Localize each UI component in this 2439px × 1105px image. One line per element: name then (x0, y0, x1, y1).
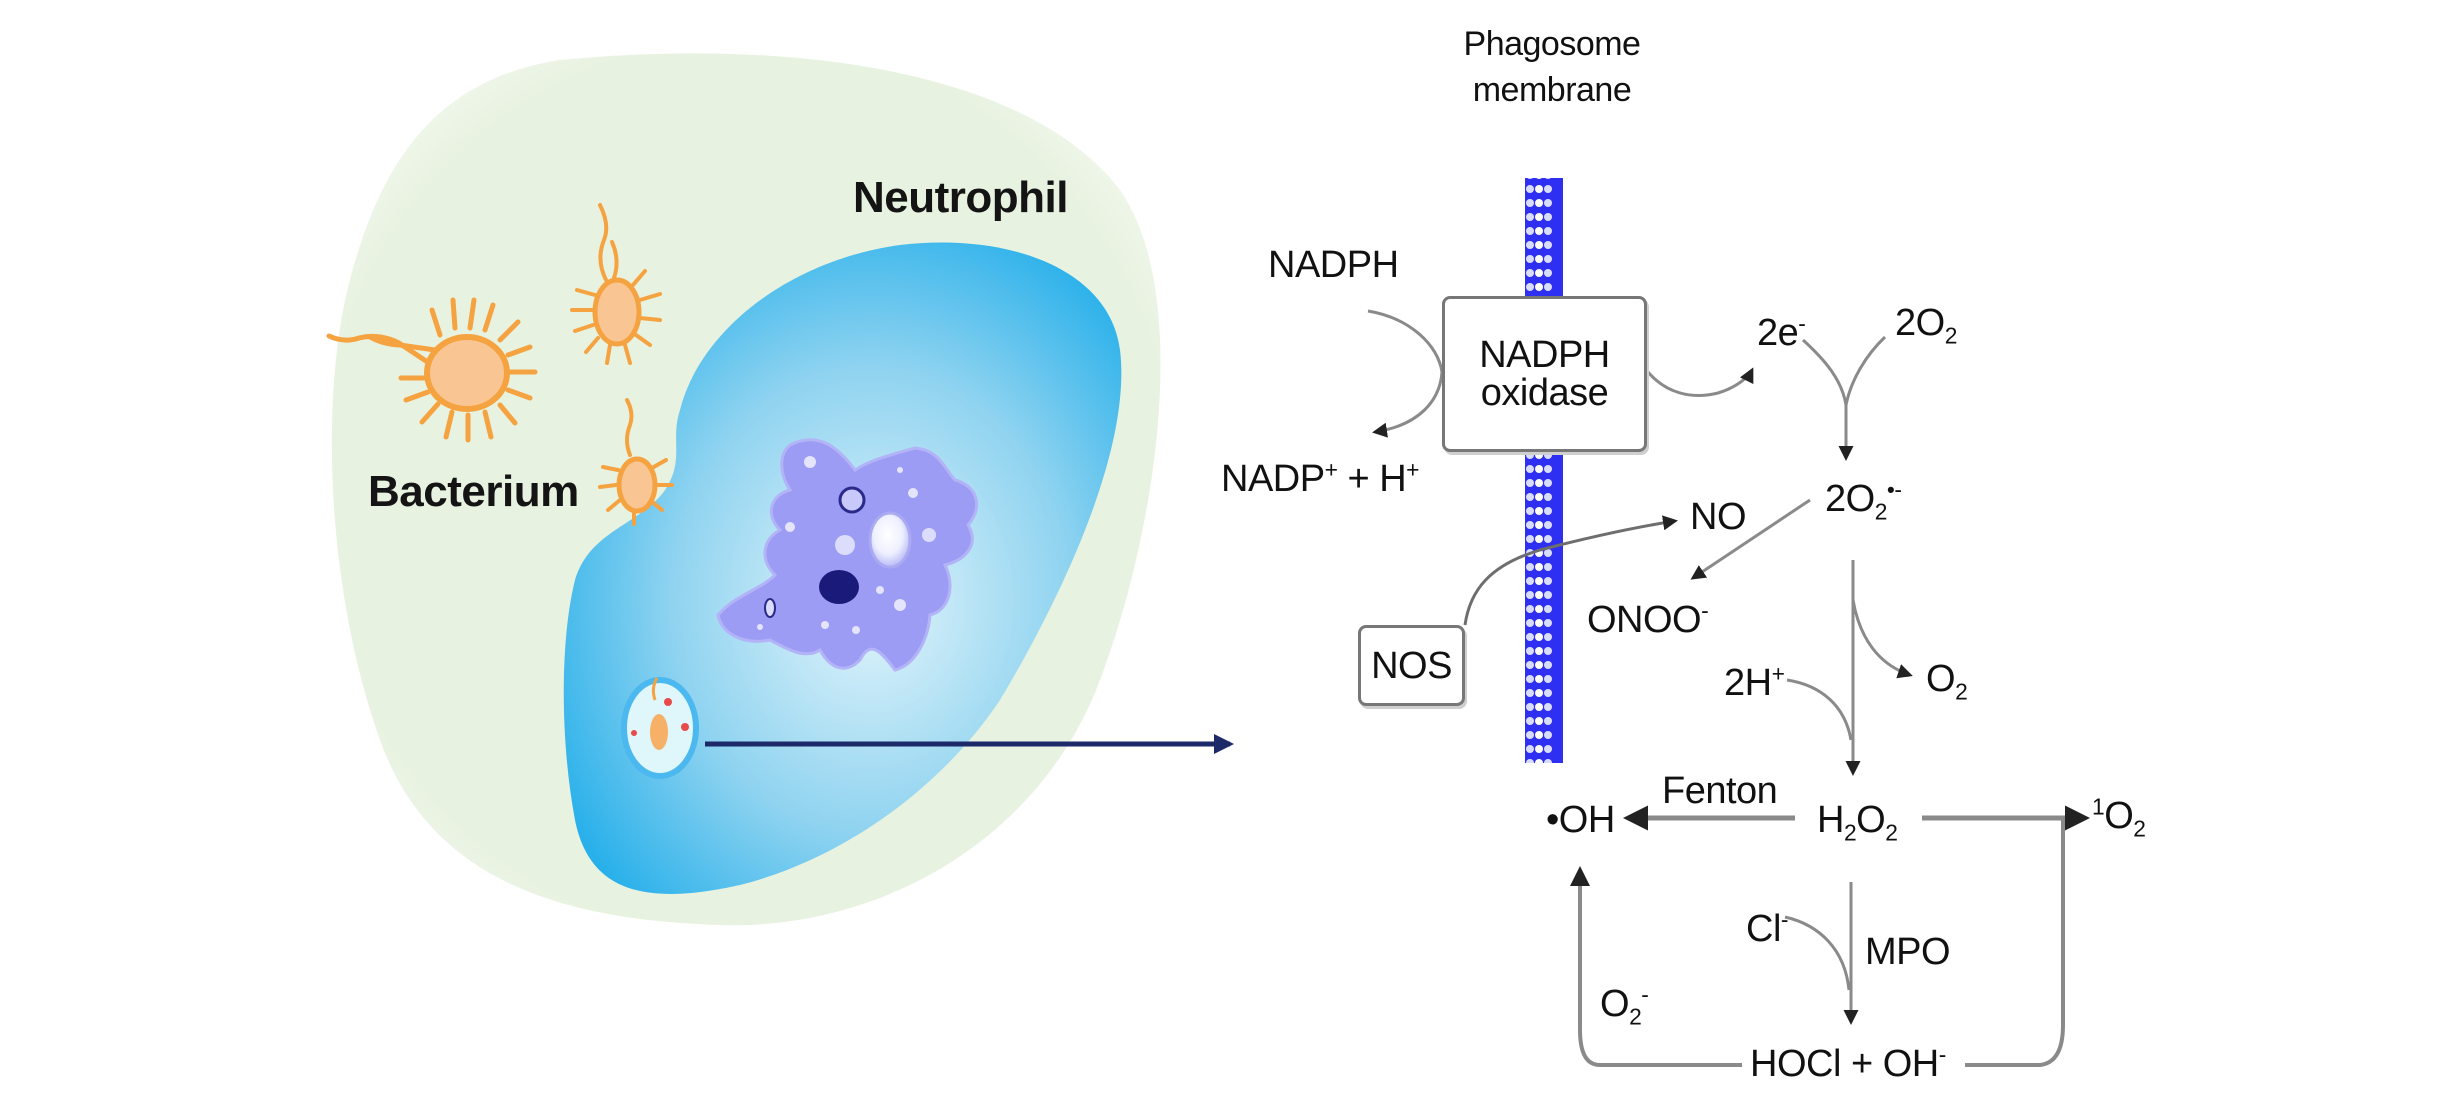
reaction-arrows (1367, 309, 2090, 1067)
superoxide-small-sub: 2 (1629, 1003, 1642, 1030)
granule (908, 488, 918, 498)
vacuole (868, 511, 912, 569)
superoxide-small-charge: - (1641, 981, 1649, 1008)
peroxynitrite-label: ONOO- (1587, 599, 1709, 641)
granule (804, 456, 816, 468)
proton-text: + H (1337, 458, 1407, 500)
oxygen-out-base: O (1926, 658, 1956, 700)
fenton-label: Fenton (1662, 770, 1778, 812)
chloride-charge: - (1780, 906, 1789, 933)
granule (852, 626, 860, 634)
proton-charge: + (1406, 456, 1419, 483)
phagosome-membrane-bar (1525, 178, 1563, 763)
membrane-label-line1: Phagosome (1463, 25, 1641, 63)
hypochlorous-base: HOCl + OH (1750, 1043, 1939, 1085)
nadph-oxidase-line2: oxidase (1480, 372, 1609, 414)
h2o2-h: H (1817, 799, 1844, 841)
oxygen-in-sub: 2 (1944, 322, 1958, 349)
nos-label: NOS (1371, 644, 1452, 687)
arrow-protons-in (1786, 678, 1853, 741)
superoxide-base: 2O (1825, 478, 1875, 520)
h2o2-sub1: 2 (1843, 819, 1857, 846)
peroxynitrite-base: ONOO (1587, 599, 1702, 641)
electrons-base: 2e (1757, 312, 1799, 354)
granule-ring-small (764, 598, 776, 618)
arrow-nos-to-no (1463, 515, 1678, 626)
superoxide-small-label: O2- (1600, 983, 1649, 1028)
chloride-label: Cl- (1746, 908, 1788, 950)
nadph-oxidase-line1: NADPH (1479, 334, 1610, 376)
singlet-oxygen-label: 1O2 (2092, 795, 2146, 840)
peroxynitrite-charge: - (1701, 597, 1709, 624)
neutrophil-label: Neutrophil (853, 173, 1068, 222)
chloride-base: Cl (1746, 908, 1781, 950)
granule (897, 467, 903, 473)
granule-ring (838, 486, 866, 514)
singlet-oxygen-sub: 2 (2133, 815, 2146, 842)
nadp-plus-label: NADP+ + H+ (1221, 458, 1419, 500)
oxygen-in-label: 2O2 (1895, 302, 1957, 347)
phagosome-vesicle (621, 677, 699, 779)
phagosome-membrane-label: Phagosome membrane (1447, 22, 1657, 114)
granule (785, 522, 795, 532)
arrow-to-peroxynitrite (1690, 498, 1811, 580)
granule (922, 528, 936, 542)
bacterium-label: Bacterium (368, 467, 579, 516)
singlet-oxygen-base: O (2104, 795, 2134, 837)
arrow-hocl-to-singlet (1965, 818, 2065, 1067)
arrow-to-oxygen (1851, 599, 1913, 679)
arrow-to-electrons (1646, 367, 1754, 397)
granule (835, 535, 855, 555)
arrow-electrons-merge (1801, 338, 1848, 406)
superoxide-charge: •- (1886, 476, 1902, 503)
h2o2-sub2: 2 (1885, 819, 1898, 846)
hypochlorous-acid-label: HOCl + OH- (1750, 1043, 1946, 1085)
nadp-base: NADP (1221, 458, 1325, 500)
nucleolus-dark (819, 570, 859, 604)
bacterium-bottom (598, 398, 674, 526)
hydroxide-charge: - (1938, 1041, 1947, 1068)
superoxide-label: 2O2•- (1825, 478, 1902, 523)
hydrogen-peroxide-label: H2O2 (1817, 799, 1898, 844)
mpo-label: MPO (1865, 931, 1951, 973)
granule (757, 624, 763, 630)
arrow-oxygen-merge (1844, 335, 1887, 406)
superoxide-small-base: O (1600, 983, 1630, 1025)
nadph-oxidase-box: NADPH oxidase (1442, 296, 1647, 452)
protons-label: 2H+ (1724, 662, 1785, 704)
electrons-charge: - (1798, 310, 1806, 337)
electrons-label: 2e- (1757, 312, 1806, 354)
arrow-nadp-out (1372, 371, 1444, 438)
superoxide-sub: 2 (1874, 498, 1888, 525)
bacterium-large (326, 297, 538, 443)
hydroxyl-radical-label: •OH (1546, 799, 1615, 841)
granule (821, 621, 829, 629)
granule (894, 599, 906, 611)
protons-base: 2H (1724, 662, 1772, 704)
nadp-charge: + (1324, 456, 1338, 483)
oxygen-out-label: O2 (1926, 658, 1968, 703)
arrow-chloride-in (1784, 915, 1851, 991)
oxygen-in-base: 2O (1895, 302, 1945, 344)
nitric-oxide-label: NO (1690, 496, 1747, 538)
h2o2-o: O (1856, 799, 1886, 841)
granule (876, 586, 884, 594)
membrane-label-line2: membrane (1472, 70, 1632, 109)
arrow-nadph-in (1367, 309, 1444, 373)
nucleus (716, 438, 979, 672)
nos-box: NOS (1358, 625, 1465, 706)
oxygen-out-sub: 2 (1955, 678, 1968, 705)
nadph-label: NADPH (1268, 244, 1399, 286)
protons-charge: + (1771, 660, 1785, 687)
singlet-oxygen-sup: 1 (2092, 793, 2105, 820)
arrow-hocl-to-hydroxyl (1570, 866, 1742, 1067)
bacterium-top (570, 203, 662, 365)
